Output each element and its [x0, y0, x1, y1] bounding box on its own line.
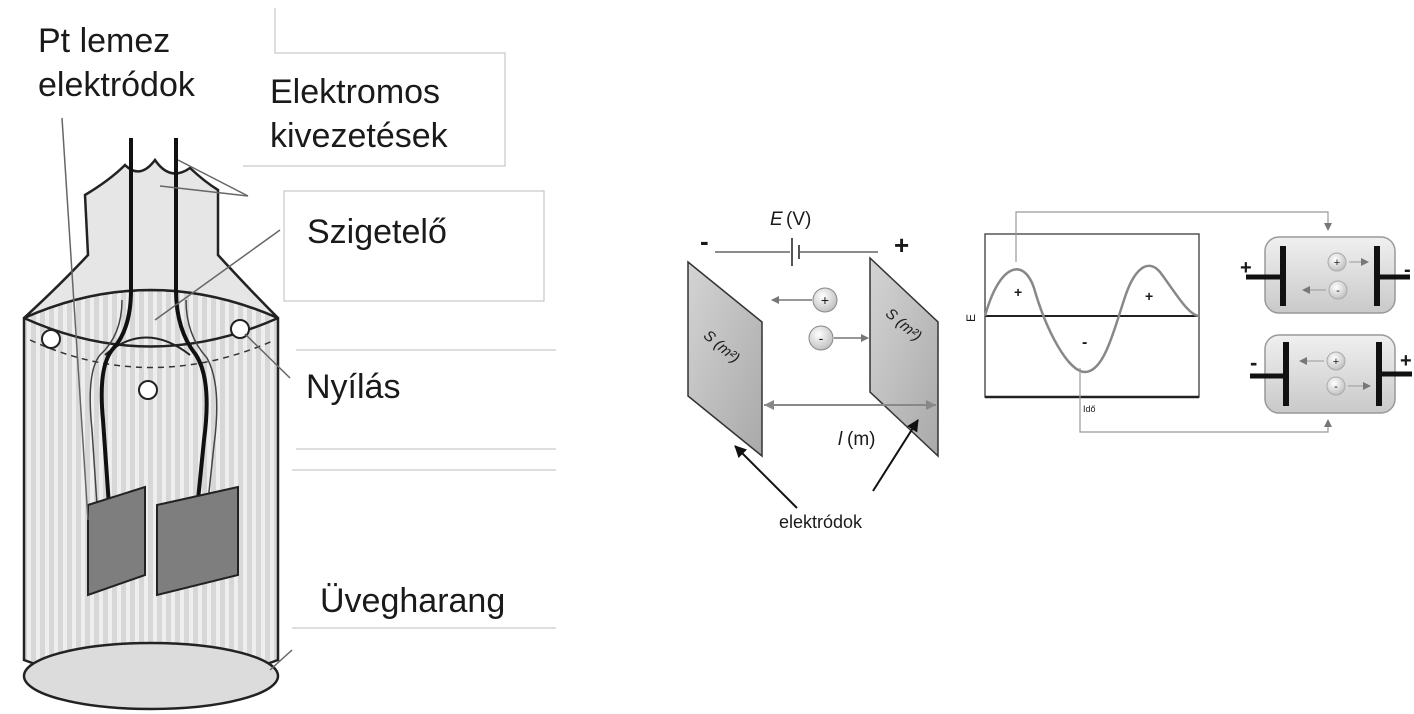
electrode-plate-right — [869, 256, 939, 458]
label-frames — [243, 8, 556, 629]
label-electric-leads-line1: Elektromos — [270, 73, 440, 111]
parallel-plate-diagram: E (V) - + S (m²) S (m²) + - l (m) elektr… — [687, 209, 939, 532]
pt-plate-electrode-right — [156, 485, 239, 597]
label-opening: Nyílás — [306, 368, 400, 406]
connector-to-top-box — [1015, 211, 1332, 262]
electrodes-caption: elektródok — [779, 512, 863, 532]
top-box-left-sign: + — [1240, 257, 1252, 279]
opening-hole-center — [138, 380, 158, 400]
distance-symbol: l — [838, 429, 843, 450]
glass-bell-bottom-rim — [22, 641, 280, 711]
negative-half-mark: - — [1082, 334, 1087, 351]
glass-bell-body — [22, 288, 280, 686]
graph-x-label: Idő — [1083, 404, 1096, 414]
graph-y-label: E — [964, 314, 978, 322]
distance-unit: (m) — [847, 429, 875, 450]
ac-waveform-graph: E Idő + + - — [964, 211, 1332, 433]
conductivity-cell-illustration: Pt lemez elektródok Elektromos kivezetés… — [22, 8, 556, 711]
leader-lines — [61, 117, 293, 671]
voltage-unit: (V) — [786, 209, 811, 230]
label-insulator: Szigetelő — [307, 213, 447, 251]
label-electric-leads-line2: kivezetések — [270, 117, 449, 155]
sine-wave — [983, 264, 1200, 374]
bottom-box-anion: - — [1334, 381, 1338, 393]
minus-terminal-sign: - — [700, 226, 709, 256]
anion — [808, 325, 834, 351]
pt-plate-electrode-left — [87, 485, 146, 597]
polarity-box-bottom: - + + - — [1250, 334, 1412, 414]
positive-half-mark-2: + — [1145, 288, 1153, 304]
top-box-cation: + — [1334, 257, 1340, 269]
positive-half-mark-1: + — [1014, 284, 1022, 300]
plus-terminal-sign: + — [894, 230, 909, 260]
cation — [812, 287, 838, 313]
opening-hole-right — [230, 319, 250, 339]
opening-hole-left — [41, 329, 61, 349]
bottom-box-right-sign: + — [1400, 350, 1412, 372]
bottom-box-cation: + — [1333, 356, 1339, 368]
polarity-box-top: + - + - — [1240, 236, 1411, 314]
label-pt-electrodes-line2: elektródok — [38, 66, 196, 104]
voltage-symbol: E — [770, 209, 783, 230]
label-pt-electrodes-line1: Pt lemez — [38, 22, 170, 60]
label-glass-bell: Üvegharang — [320, 582, 505, 620]
top-box-anion: - — [1336, 285, 1340, 297]
top-box-right-sign: - — [1404, 259, 1411, 281]
electric-leads — [99, 138, 209, 521]
electrode-plate-left — [687, 260, 763, 458]
bottom-box-left-sign: - — [1250, 350, 1257, 375]
glass-neck — [23, 157, 279, 320]
connector-to-bottom-box — [1079, 368, 1332, 433]
anion-sign: - — [819, 330, 824, 346]
cation-sign: + — [821, 292, 829, 308]
